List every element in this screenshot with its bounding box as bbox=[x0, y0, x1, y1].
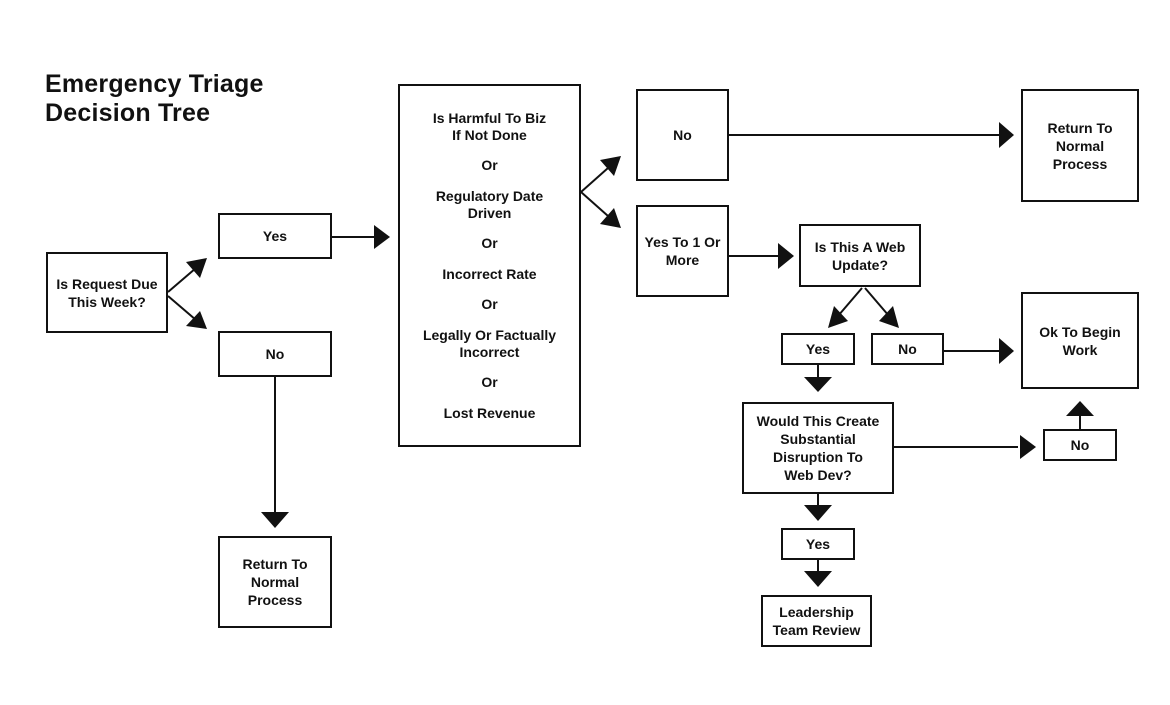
node-request-due-question: Is Request Due This Week? bbox=[46, 252, 168, 333]
node-label: Yes bbox=[262, 228, 288, 244]
node-label: Return To Normal Process bbox=[242, 556, 308, 608]
arrowhead-criteria-yes bbox=[600, 208, 621, 228]
node-label: Yes bbox=[805, 341, 831, 357]
node-yes-disruption: Yes bbox=[781, 528, 855, 560]
node-label: Would This Create Substantial Disruption… bbox=[756, 413, 880, 483]
node-label: Return To Normal Process bbox=[1047, 119, 1113, 172]
node-yes-web-update: Yes bbox=[781, 333, 855, 365]
edge-start-yes bbox=[167, 267, 197, 293]
arrowhead-start-yes bbox=[186, 258, 207, 278]
arrowhead-disruption-no bbox=[1020, 435, 1036, 459]
edge-start-no bbox=[167, 295, 197, 321]
node-label: Yes To 1 Or More bbox=[644, 234, 721, 268]
arrowhead-no4-ok bbox=[1066, 401, 1094, 416]
title-line-2: Decision Tree bbox=[45, 99, 211, 127]
criteria-separator: Or bbox=[481, 235, 498, 251]
node-ok-to-begin-work: Ok To Begin Work bbox=[1021, 292, 1139, 389]
arrowhead-yes-criteria bbox=[374, 225, 390, 249]
title-line-1: Emergency Triage bbox=[45, 70, 264, 98]
criteria-separator: Or bbox=[481, 157, 498, 173]
arrowhead-no-return-right bbox=[999, 122, 1014, 148]
edge-criteria-no bbox=[580, 167, 609, 193]
criteria-separator: Or bbox=[481, 296, 498, 312]
node-leadership-team-review: Leadership Team Review bbox=[761, 595, 872, 647]
arrowhead-criteria-no bbox=[600, 156, 621, 176]
criteria-item: Is Harmful To Biz If Not Done bbox=[432, 110, 547, 143]
node-return-normal-process-top: Return To Normal Process bbox=[1021, 89, 1139, 202]
node-label: Is This A Web Update? bbox=[814, 238, 906, 273]
diagram-title: Emergency Triage Decision Tree bbox=[45, 70, 264, 128]
arrowhead-start-no bbox=[186, 311, 207, 329]
node-disruption-question: Would This Create Substantial Disruption… bbox=[742, 402, 894, 494]
criteria-item: Incorrect Rate bbox=[442, 266, 537, 282]
node-no-web-update: No bbox=[871, 333, 944, 365]
edge-web-no bbox=[864, 287, 890, 317]
node-label: No bbox=[1070, 437, 1090, 453]
node-return-normal-process-bottom: Return To Normal Process bbox=[218, 536, 332, 628]
node-label: Ok To Begin Work bbox=[1039, 323, 1121, 358]
node-label: Is Request Due This Week? bbox=[56, 275, 158, 310]
arrowhead-yes4-leadership bbox=[804, 571, 832, 587]
arrowhead-yes3-disruption bbox=[804, 377, 832, 392]
node-label: No bbox=[898, 341, 917, 357]
arrowhead-disruption-yes bbox=[804, 505, 832, 521]
node-no-due: No bbox=[218, 331, 332, 377]
arrowhead-web-no bbox=[879, 306, 899, 328]
criteria-item: Regulatory Date Driven bbox=[435, 188, 544, 221]
edge-web-yes bbox=[837, 287, 863, 317]
node-label: No bbox=[673, 127, 692, 143]
arrowhead-no3-ok bbox=[999, 338, 1014, 364]
node-emergency-criteria: Is Harmful To Biz If Not Done Or Regulat… bbox=[398, 84, 581, 447]
arrowhead-no-return bbox=[261, 512, 289, 528]
node-label: No bbox=[265, 346, 285, 362]
node-label: Leadership Team Review bbox=[772, 604, 861, 638]
criteria-item: Legally Or Factually Incorrect bbox=[422, 327, 557, 360]
arrowhead-yesone-web bbox=[778, 243, 794, 269]
criteria-item: Lost Revenue bbox=[443, 405, 536, 421]
node-no-criteria: No bbox=[636, 89, 729, 181]
node-no-disruption: No bbox=[1043, 429, 1117, 461]
edge-criteria-yes bbox=[580, 191, 609, 217]
node-yes-due: Yes bbox=[218, 213, 332, 259]
node-web-update-question: Is This A Web Update? bbox=[799, 224, 921, 287]
node-label: Yes bbox=[805, 536, 831, 552]
node-yes-to-one-or-more: Yes To 1 Or More bbox=[636, 205, 729, 297]
arrowhead-web-yes bbox=[828, 306, 848, 328]
criteria-separator: Or bbox=[481, 374, 498, 390]
